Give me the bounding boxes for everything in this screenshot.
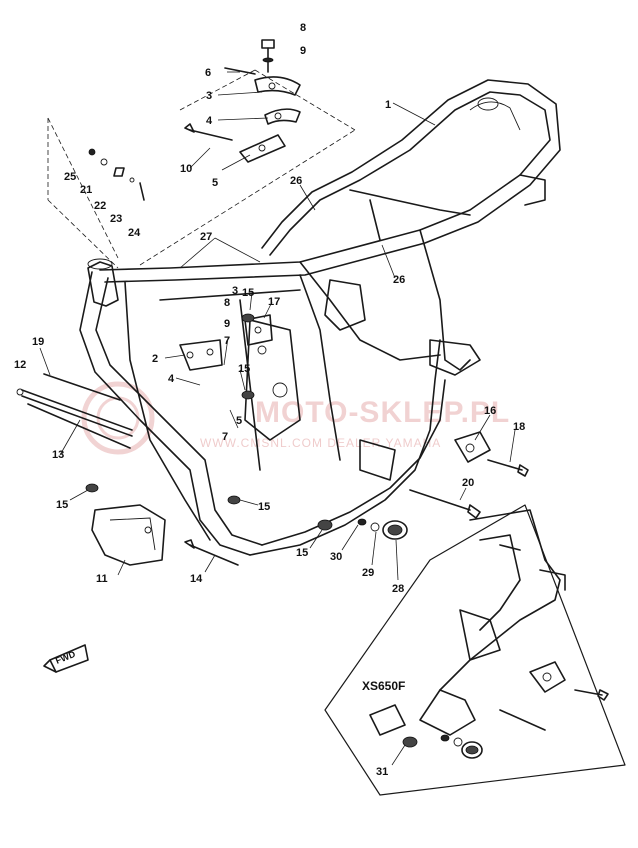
bushings xyxy=(85,313,408,540)
callout-2: 2 xyxy=(152,353,158,365)
watermark: MOTO-SKLEP.PL WWW.CMSNL.COM DEALER YAMAH… xyxy=(81,381,509,455)
callout-3: 3 xyxy=(206,90,212,102)
top-brackets xyxy=(239,76,301,163)
callout-31: 31 xyxy=(376,766,388,778)
callout-6: 6 xyxy=(205,67,211,79)
left-stack-fasteners xyxy=(88,148,145,201)
callout-29: 29 xyxy=(362,567,374,579)
callout-17: 17 xyxy=(268,296,280,308)
callout-10: 10 xyxy=(180,163,192,175)
callout-11: 11 xyxy=(96,573,108,585)
callout-25: 25 xyxy=(64,171,76,183)
callout-9-lower: 9 xyxy=(224,318,230,330)
callout-15-e: 15 xyxy=(296,547,308,559)
callout-9: 9 xyxy=(300,45,306,57)
main-frame xyxy=(79,79,561,556)
callout-1: 1 xyxy=(385,99,391,111)
bracket-16 xyxy=(454,431,491,463)
callout-14: 14 xyxy=(190,573,203,585)
xs650f-inset: XS650F xyxy=(324,504,626,796)
guide-lines xyxy=(47,69,356,269)
forward-marker: FWD xyxy=(43,644,89,673)
engine-mount-plates xyxy=(179,314,273,371)
callout-7-lower: 7 xyxy=(222,431,228,443)
callout-26-b: 26 xyxy=(393,274,405,286)
callout-5: 5 xyxy=(212,177,218,189)
callout-28: 28 xyxy=(392,583,404,595)
callout-27: 27 xyxy=(200,231,212,243)
callout-26-a: 26 xyxy=(290,175,302,187)
callout-8-lower: 8 xyxy=(224,297,230,309)
long-bolts xyxy=(16,373,133,449)
callout-23: 23 xyxy=(110,213,122,225)
callout-15-b: 15 xyxy=(238,363,250,375)
callout-15-d: 15 xyxy=(258,501,270,513)
callout-3-lower: 3 xyxy=(232,285,238,297)
callout-15-a: 15 xyxy=(242,287,254,299)
lower-bolts xyxy=(184,459,529,566)
callout-24: 24 xyxy=(128,227,141,239)
callout-8: 8 xyxy=(300,22,306,34)
callout-19: 19 xyxy=(32,336,44,348)
top-fasteners xyxy=(184,39,275,141)
callout-12: 12 xyxy=(14,359,26,371)
watermark-sub: WWW.CMSNL.COM DEALER YAMAHA xyxy=(200,436,441,450)
callout-20: 20 xyxy=(462,477,474,489)
callout-18: 18 xyxy=(513,421,525,433)
callout-4: 4 xyxy=(206,115,213,127)
callout-21: 21 xyxy=(80,184,92,196)
callout-30: 30 xyxy=(330,551,342,563)
callout-15-c: 15 xyxy=(56,499,68,511)
variant-label: XS650F xyxy=(362,679,405,693)
callout-16: 16 xyxy=(484,405,496,417)
callout-22: 22 xyxy=(94,200,106,212)
callout-labels: 1 2 3 3 4 4 5 5 6 7 7 8 8 9 9 10 11 12 1… xyxy=(14,22,525,778)
fwd-label: FWD xyxy=(54,649,77,666)
callout-7: 7 xyxy=(224,335,230,347)
callout-4-lower: 4 xyxy=(168,373,175,385)
leader-lines xyxy=(39,71,516,766)
cover-11 xyxy=(91,504,166,566)
callout-5-lower: 5 xyxy=(236,415,242,427)
callout-13: 13 xyxy=(52,449,64,461)
